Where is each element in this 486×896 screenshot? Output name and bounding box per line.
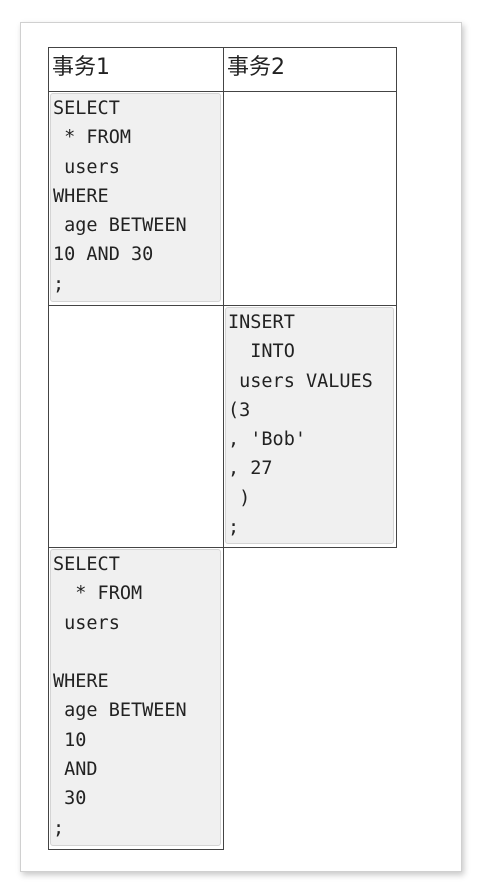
header-transaction-1: 事务1 <box>49 48 224 92</box>
transaction-table: 事务1 事务2 SELECT * FROM users WHERE age BE… <box>48 47 397 850</box>
header-transaction-2: 事务2 <box>224 48 397 92</box>
document-card: 事务1 事务2 SELECT * FROM users WHERE age BE… <box>20 22 462 872</box>
cell-row2-t1-empty <box>49 306 224 548</box>
cell-row1-t2-empty <box>224 92 397 306</box>
cell-row1-t1: SELECT * FROM users WHERE age BETWEEN 10… <box>49 92 224 306</box>
cell-row2-t2: INSERT INTO users VALUES (3 , 'Bob' , 27… <box>224 306 397 548</box>
sql-select-query-2: SELECT * FROM users WHERE age BETWEEN 10… <box>50 549 221 846</box>
sql-select-query-1: SELECT * FROM users WHERE age BETWEEN 10… <box>50 93 221 302</box>
cell-row3-t1: SELECT * FROM users WHERE age BETWEEN 10… <box>49 548 224 850</box>
sql-insert-statement: INSERT INTO users VALUES (3 , 'Bob' , 27… <box>225 307 394 544</box>
